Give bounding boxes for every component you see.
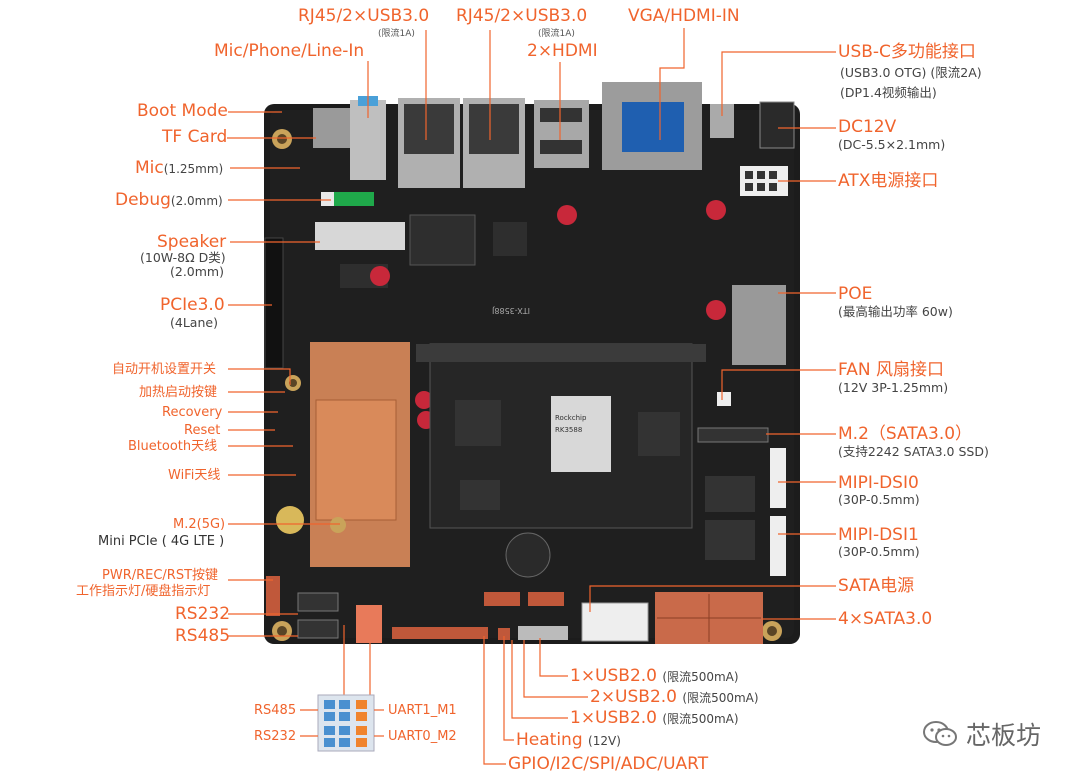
coin-cell <box>276 506 304 534</box>
speaker-connectors <box>315 222 405 250</box>
wechat-icon <box>923 721 957 746</box>
usb2-header <box>518 626 568 640</box>
note-usbc-1: (USB3.0 OTG) (限流2A) <box>840 65 982 80</box>
note-m2-sata: (支持2242 SATA3.0 SSD) <box>838 444 989 459</box>
label-status-led: 工作指示灯/硬盘指示灯 <box>76 584 211 599</box>
note-usb2-b: (限流500mA) <box>682 691 759 705</box>
label-mic-text: Mic <box>135 158 164 178</box>
label-pcie: PCIe3.0 <box>160 295 225 315</box>
pcie-slot <box>264 237 284 369</box>
soc-chip <box>551 396 611 472</box>
fan-header <box>717 392 731 406</box>
label-usb2-a: 1×USB2.0 (限流500mA) <box>570 667 739 686</box>
label-heating-text: Heating <box>516 730 583 750</box>
label-m2-5g: M.2(5G) <box>173 517 226 532</box>
label-jumper-uart1: UART1_M1 <box>388 703 457 718</box>
note-usb2-c: (限流500mA) <box>662 712 739 726</box>
mipi-dsi1 <box>770 516 786 576</box>
label-sata-x4: 4×SATA3.0 <box>838 609 933 629</box>
note-pcie: (4Lane) <box>170 315 218 330</box>
label-rj45-usb-b: RJ45/2×USB3.0 <box>456 6 588 26</box>
tf-card-slot <box>313 108 351 148</box>
note-mic: (1.25mm) <box>163 162 224 176</box>
label-mic: Mic(1.25mm) <box>135 159 223 178</box>
silk-soc-model: RK3588 <box>555 426 582 434</box>
label-jumper-uart0: UART0_M2 <box>388 729 457 744</box>
label-boot-mode: Boot Mode <box>137 101 228 121</box>
label-sata-power: SATA电源 <box>838 576 915 596</box>
silk-soc-brand: Rockchip <box>555 414 587 422</box>
label-rs485: RS485 <box>175 626 231 646</box>
note-dc12v: (DC-5.5×2.1mm) <box>838 137 946 152</box>
label-vga-hdmi-in: VGA/HDMI-IN <box>628 6 740 26</box>
note-fan: (12V 3P-1.25mm) <box>838 380 949 395</box>
mipi-dsi0 <box>770 448 786 508</box>
label-usbc: USB-C多功能接口 <box>838 42 976 62</box>
rtc-battery <box>505 532 551 578</box>
note-rj45-usb-b: (限流1A) <box>538 29 575 39</box>
label-bt-antenna: Bluetooth天线 <box>128 439 218 454</box>
label-heating: Heating (12V) <box>516 731 621 750</box>
note-heating: (12V) <box>588 734 621 748</box>
label-auto-power: 自动开机设置开关 <box>112 362 217 377</box>
label-reset: Reset <box>184 423 221 438</box>
label-mipi0: MIPI-DSI0 <box>838 473 919 493</box>
label-mic-phone: Mic/Phone/Line-In <box>214 41 365 61</box>
label-fan: FAN 风扇接口 <box>838 360 944 380</box>
label-rs232: RS232 <box>175 604 231 624</box>
note-debug: (2.0mm) <box>170 194 223 208</box>
label-usb2-b-text: 2×USB2.0 <box>590 687 677 707</box>
watermark-text: 芯板坊 <box>966 721 1042 750</box>
dc-jack <box>759 101 795 149</box>
label-m2-sata: M.2（SATA3.0） <box>838 424 973 444</box>
label-jumper-rs485: RS485 <box>254 703 297 718</box>
poe-module <box>732 285 786 365</box>
label-recovery: Recovery <box>162 405 223 420</box>
watermark: 芯板坊 <box>922 716 1041 752</box>
label-mipi1: MIPI-DSI1 <box>838 525 919 545</box>
sata-power <box>581 602 649 642</box>
pwr-led-header <box>266 576 280 616</box>
label-usb2-b: 2×USB2.0 (限流500mA) <box>590 688 759 707</box>
label-pwr-button: PWR/REC/RST按键 <box>102 568 219 583</box>
label-heat-button: 加热启动按键 <box>139 385 218 400</box>
label-poe: POE <box>838 284 873 304</box>
silk-model: ITX-3588J <box>492 306 530 315</box>
label-debug-text: Debug <box>115 190 171 210</box>
m2-sata-slot <box>697 427 769 443</box>
label-atx: ATX电源接口 <box>838 171 939 191</box>
label-usb2-c: 1×USB2.0 (限流500mA) <box>570 709 739 728</box>
note-mipi1: (30P-0.5mm) <box>838 544 920 559</box>
note-poe: (最高输出功率 60w) <box>838 304 953 319</box>
label-usb2-c-text: 1×USB2.0 <box>570 708 657 728</box>
label-dc12v: DC12V <box>838 117 897 137</box>
uart-jumper <box>356 605 382 643</box>
gpio-header <box>392 627 488 639</box>
note-rj45-usb-a: (限流1A) <box>378 29 415 39</box>
label-rj45-usb-a: RJ45/2×USB3.0 <box>298 6 430 26</box>
note-speaker-2: (2.0mm) <box>170 264 224 279</box>
note-speaker-1: (10W-8Ω D类) <box>140 250 226 265</box>
label-hdmi: 2×HDMI <box>527 41 598 61</box>
jumper-pins-blue <box>324 700 350 747</box>
label-jumper-rs232: RS232 <box>254 729 297 744</box>
jumper-pins-orange <box>356 700 367 747</box>
label-debug: Debug(2.0mm) <box>115 191 223 210</box>
label-gpio: GPIO/I2C/SPI/ADC/UART <box>508 754 709 774</box>
label-mini-pcie: Mini PCIe ( 4G LTE ) <box>98 534 225 549</box>
label-speaker: Speaker <box>157 232 227 252</box>
rs485-header <box>297 619 339 639</box>
note-usb2-a: (限流500mA) <box>662 670 739 684</box>
note-mipi0: (30P-0.5mm) <box>838 492 920 507</box>
note-usbc-2: (DP1.4视频输出) <box>840 85 937 100</box>
label-usb2-a-text: 1×USB2.0 <box>570 666 657 686</box>
label-wifi-antenna: WiFi天线 <box>168 468 221 483</box>
label-tf-card: TF Card <box>162 127 228 147</box>
rs232-header <box>297 592 339 612</box>
